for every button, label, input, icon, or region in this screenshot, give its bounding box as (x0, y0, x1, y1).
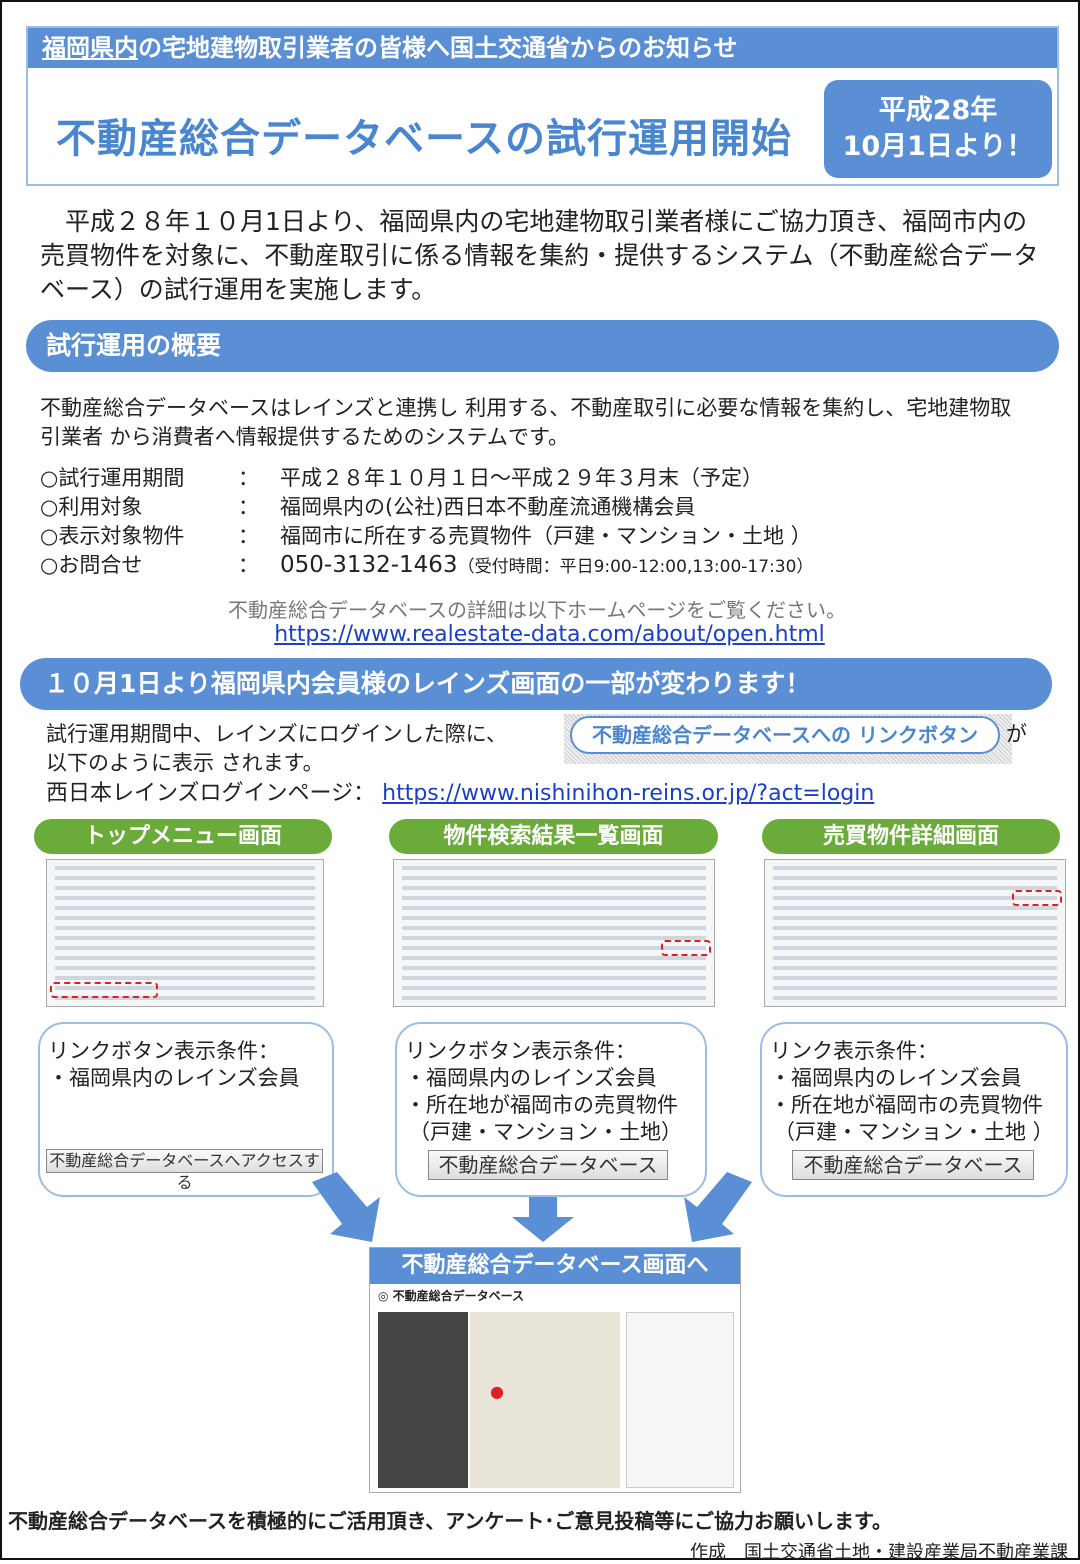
condition-item: （戸建・マンション・土地） (409, 1120, 682, 1144)
condition-item: ・所在地が福岡市の売買物件 (770, 1093, 1043, 1117)
row-value: 050-3132-1463（受付時間：平日9:00-12:00,13:00-17… (280, 551, 813, 582)
row-value-text: 平成２８年１０月１日～平成２９年３月末（予定） (280, 466, 763, 490)
screen-preview (393, 859, 715, 1007)
row-note: （受付時間：平日9:00-12:00,13:00-17:30） (457, 557, 814, 577)
change-heading: １０月1日より福岡県内会員様のレインズ画面の一部が変わります！ (20, 658, 1052, 710)
detail-link[interactable]: https://www.realestate-data.com/about/op… (274, 622, 825, 647)
screen-title: トップメニュー画面 (34, 819, 332, 854)
db-map: ● (470, 1312, 620, 1488)
condition-item: ・福岡県内のレインズ会員 (405, 1066, 657, 1090)
screen-title: 物件検索結果一覧画面 (389, 819, 718, 854)
arrow-right (684, 1172, 752, 1242)
row-value: 福岡県内の(公社)西日本不動産流通機構会員 (280, 493, 695, 524)
login-line: 西日本レインズログインページ： https://www.nishinihon-r… (46, 779, 874, 808)
row-label: ○表示対象物件 (40, 524, 185, 548)
link-highlight (661, 940, 711, 956)
overview-row: ○試行運用期間 ： 平成２８年１０月１日～平成２９年３月末（予定） (40, 464, 1040, 493)
condition-item: ・福岡県内のレインズ会員 (770, 1066, 1022, 1090)
db-side-panel (378, 1312, 468, 1488)
link-button-sample: 不動産総合データベースへの リンクボタン (570, 716, 1000, 754)
login-label: 西日本レインズログインページ： (46, 781, 376, 806)
screen-preview (46, 859, 324, 1007)
overview-row: ○お問合せ ： 050-3132-1463（受付時間：平日9:00-12:00,13… (40, 551, 1040, 580)
row-sep: ： (238, 495, 259, 519)
badge-line2: 10月1日より！ (842, 131, 1034, 162)
overview-heading: 試行運用の概要 (26, 320, 1059, 372)
condition-item: ・福岡県内のレインズ会員 (48, 1066, 300, 1090)
row-sep: ： (238, 553, 259, 577)
row-label: ○試行運用期間 (40, 466, 185, 490)
row-value-text: 050-3132-1463 (280, 552, 458, 578)
login-link[interactable]: https://www.nishinihon-reins.or.jp/?act=… (382, 781, 875, 806)
flow-arrows (312, 1172, 752, 1242)
db-access-button[interactable]: 不動産総合データベース (792, 1150, 1034, 1180)
row-label: ○お問合せ (40, 553, 143, 577)
overview-row: ○利用対象 ： 福岡県内の(公社)西日本不動産流通機構会員 (40, 493, 1040, 522)
condition-item: （戸建・マンション・土地 ） (774, 1120, 1054, 1144)
db-app-title: ◎ 不動産総合データベース (378, 1289, 525, 1303)
page-title: 不動産総合データベースの試行運用開始 (56, 116, 792, 162)
condition-title: リンクボタン表示条件： (48, 1039, 279, 1063)
intro-paragraph: 平成２８年１０月1日より、福岡県内の宅地建物取引業者様にご協力頂き、福岡市内の売… (40, 207, 1039, 304)
notice-region: 福岡県内 (42, 34, 138, 62)
arrow-center (512, 1197, 574, 1242)
overview-row: ○表示対象物件 ： 福岡市に所在する売買物件（戸建・マンション・土地 ） (40, 522, 1040, 551)
start-date-badge: 平成28年 10月1日より！ (824, 80, 1052, 178)
db-access-button[interactable]: 不動産総合データベースへアクセスする (46, 1149, 323, 1192)
row-value-text: 福岡市に所在する売買物件（戸建・マンション・土地 ） (280, 524, 812, 548)
condition-title: リンク表示条件： (770, 1039, 938, 1063)
arrow-left (312, 1172, 380, 1242)
header-box: 福岡県内の宅地建物取引業者の皆様へ国土交通省からのお知らせ (26, 26, 1059, 186)
db-info-panel (626, 1312, 734, 1488)
badge-line1: 平成28年 (878, 95, 998, 126)
db-screen-heading: 不動産総合データベース画面へ (370, 1248, 740, 1284)
db-screen-preview: 不動産総合データベース画面へ ◎ 不動産総合データベース ● (369, 1247, 741, 1493)
change-line2: 以下のように表示 されます。 (46, 751, 324, 775)
change-line1-end: が (1006, 722, 1027, 746)
db-access-button[interactable]: 不動産総合データベース (428, 1150, 668, 1180)
row-value: 福岡市に所在する売買物件（戸建・マンション・土地 ） (280, 522, 812, 553)
screen-title: 売買物件詳細画面 (762, 819, 1060, 854)
detail-text: 不動産総合データベースの詳細は以下ホームページをご覧ください。 (228, 598, 846, 622)
row-value-text: 福岡県内の(公社)西日本不動産流通機構会員 (280, 495, 696, 519)
closing-message: 不動産総合データベースを積極的にご活用頂き、アンケート･ご意見投稿等にご協力お願… (8, 1509, 892, 1533)
link-highlight (1012, 890, 1062, 906)
notice-text: の宅地建物取引業者の皆様へ国土交通省からのお知らせ (138, 34, 738, 62)
row-sep: ： (238, 466, 259, 490)
condition-item: ・所在地が福岡市の売買物件 (405, 1093, 678, 1117)
db-app-title-text: 不動産総合データベース (392, 1289, 525, 1303)
link-highlight (50, 982, 158, 998)
condition-title: リンクボタン表示条件： (405, 1039, 636, 1063)
credit: 作成 国土交通省土地・建設産業局不動産業課 (690, 1542, 1068, 1563)
change-line1: 試行運用期間中、レインズにログインした際に、 (46, 722, 507, 746)
notice-bar: 福岡県内の宅地建物取引業者の皆様へ国土交通省からのお知らせ (28, 28, 1057, 68)
row-sep: ： (238, 524, 259, 548)
screen-preview (764, 859, 1066, 1007)
overview-text: 不動産総合データベースはレインズと連携し 利用する、不動産取引に必要な情報を集約… (40, 396, 1012, 449)
row-value: 平成２８年１０月１日～平成２９年３月末（予定） (280, 464, 763, 495)
row-label: ○利用対象 (40, 495, 143, 519)
